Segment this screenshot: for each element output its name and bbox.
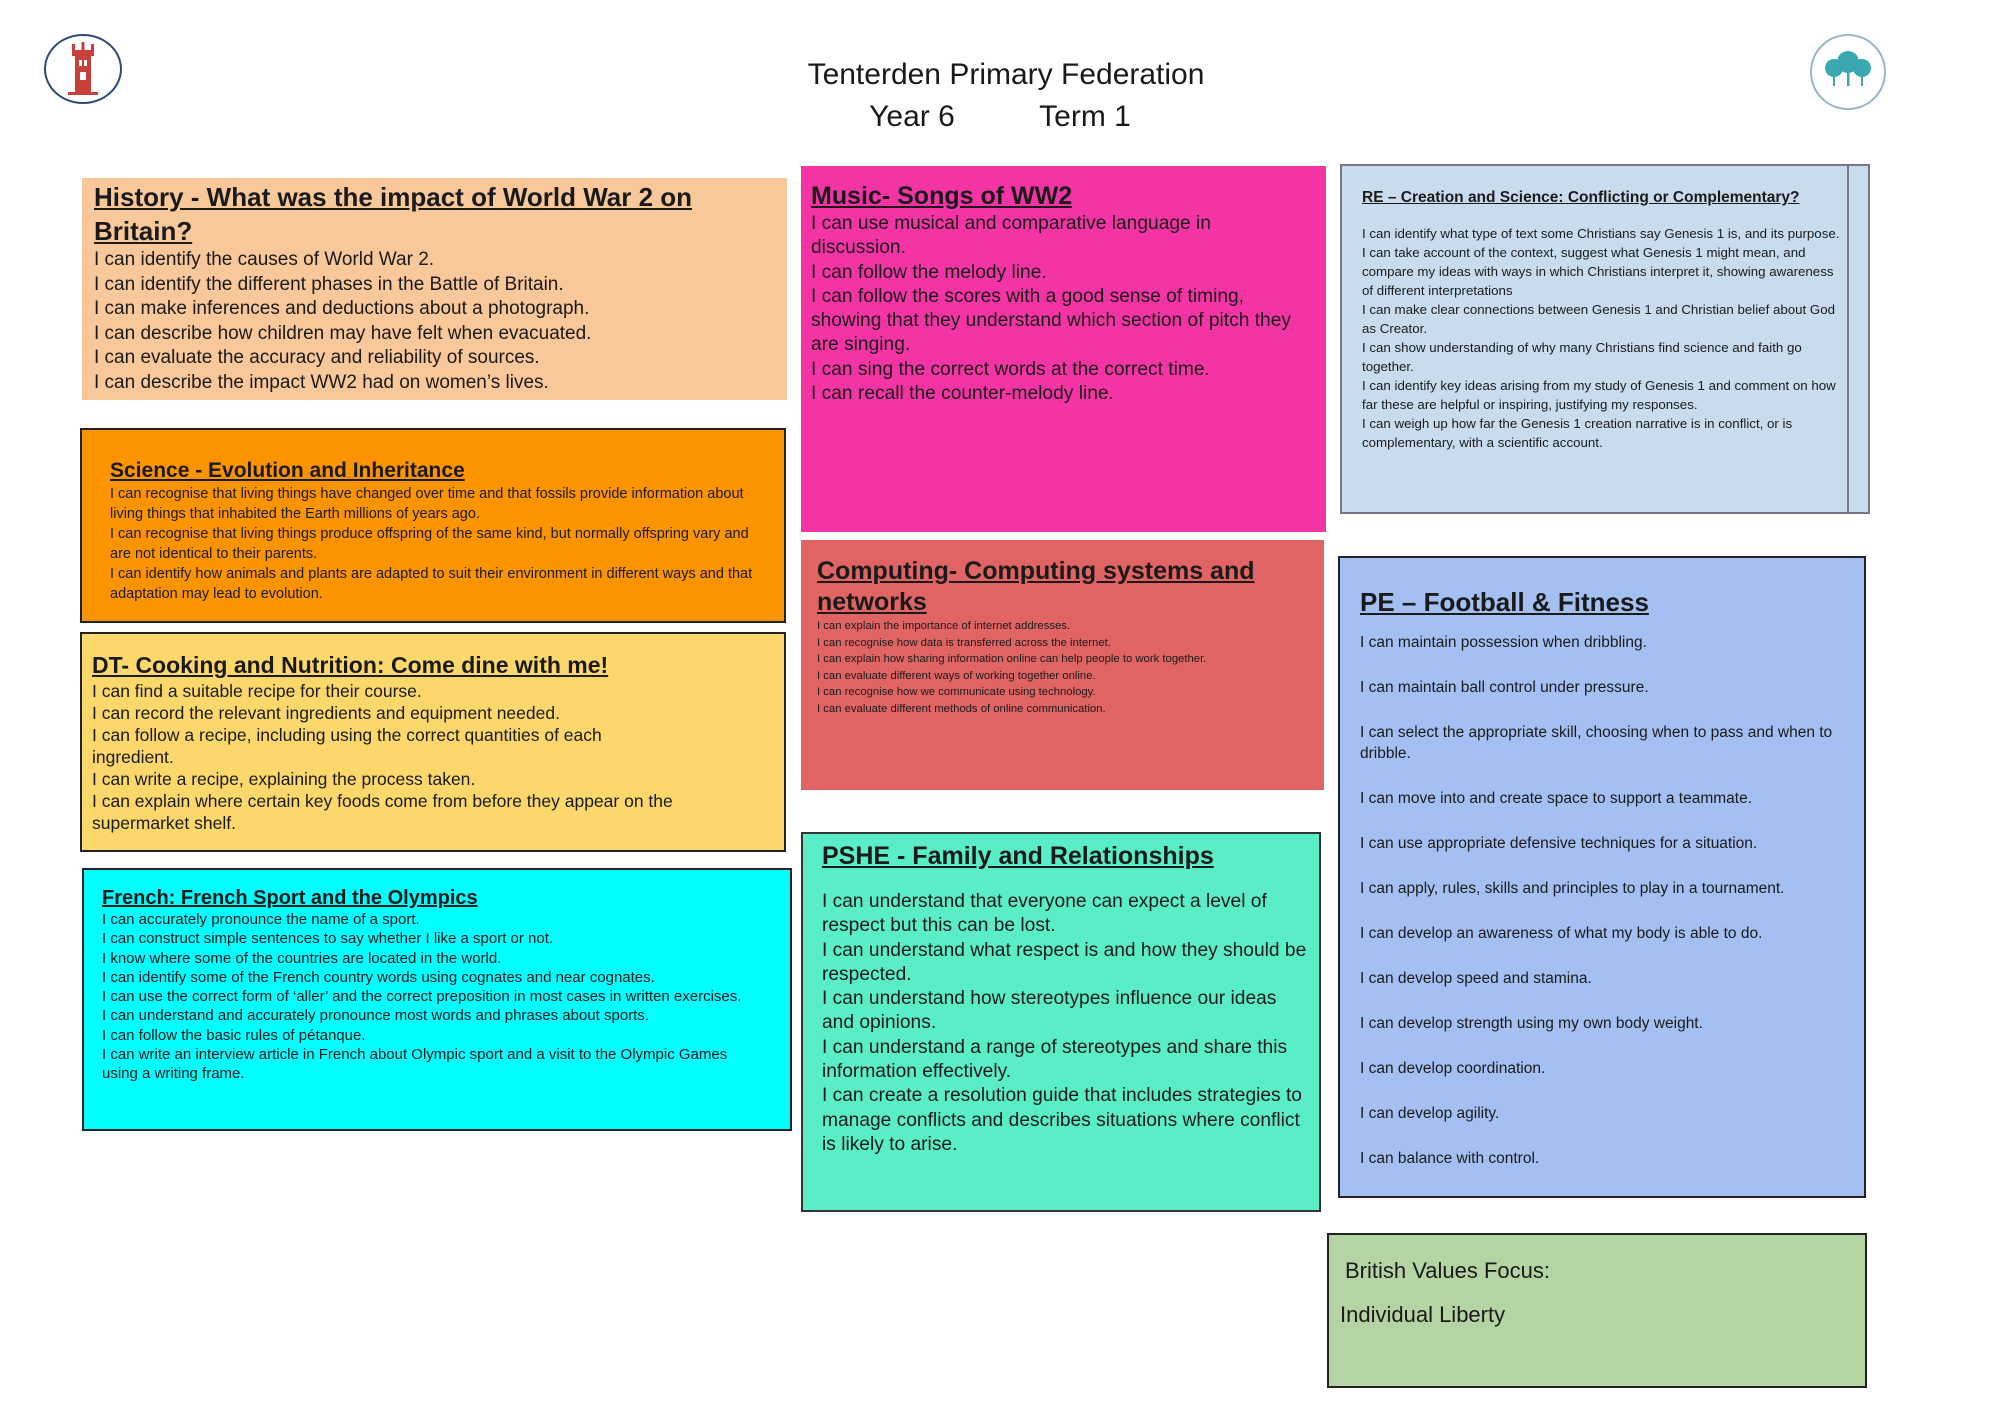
french-title: French: French Sport and the Olympics [102, 887, 478, 909]
list-item: I can create a resolution guide that inc… [822, 1085, 1302, 1155]
list-item: I can follow the scores with a good sens… [811, 285, 1291, 356]
list-item: I can evaluate different methods of onli… [817, 702, 1106, 715]
list-item: I can recognise how data is transferred … [817, 636, 1111, 649]
page-subtitle: Year 6 Term 1 [0, 100, 2000, 134]
list-item: I can use appropriate defensive techniqu… [1360, 835, 1758, 852]
list-item: I can weigh up how far the Genesis 1 cre… [1362, 416, 1793, 450]
pshe-box: PSHE - Family and Relationships I can un… [801, 832, 1321, 1212]
list-item: I can explain the importance of internet… [817, 620, 1071, 632]
list-item: I can understand what respect is and how… [822, 939, 1307, 985]
pe-title: PE – Football & Fitness [1360, 587, 1649, 617]
year-label: Year 6 [869, 100, 955, 133]
list-item: I can use musical and comparative langua… [811, 213, 1211, 259]
list-item: I can show understanding of why many Chr… [1362, 340, 1802, 374]
list-item: I can identify how animals and plants ar… [110, 566, 753, 602]
list-item: I can write a recipe, explaining the pro… [92, 769, 476, 789]
re-box: RE – Creation and Science: Conflicting o… [1340, 164, 1870, 514]
science-box: Science - Evolution and Inheritance I ca… [80, 428, 786, 623]
church-tower-logo [44, 34, 122, 104]
trees-icon [1825, 51, 1871, 86]
history-box: History - What was the impact of World W… [82, 178, 787, 400]
list-item: I can identify the different phases in t… [94, 273, 564, 295]
british-values-title: British Values Focus: [1345, 1258, 1551, 1283]
list-item: I can make clear connections between Gen… [1362, 302, 1836, 336]
page-title: Tenterden Primary Federation [807, 58, 1205, 91]
list-item: I can recall the counter-melody line. [811, 383, 1114, 405]
list-item: I can recognise that living things have … [110, 486, 744, 522]
dt-title: DT- Cooking and Nutrition: Come dine wit… [92, 652, 609, 678]
term-label: Term 1 [1039, 100, 1131, 133]
list-item: I can develop an awareness of what my bo… [1360, 925, 1763, 942]
list-item: I can develop strength using my own body… [1360, 1015, 1703, 1032]
list-item: I can use the correct form of ‘aller’ an… [102, 988, 742, 1006]
divider [1847, 166, 1849, 512]
list-item: I can write an interview article in Fren… [102, 1046, 728, 1083]
list-item: I can record the relevant ingredients an… [92, 703, 560, 723]
list-item: I can sing the correct words at the corr… [811, 358, 1210, 380]
list-item: I can move into and create space to supp… [1360, 790, 1753, 807]
list-item: I can follow a recipe, including using t… [92, 725, 602, 767]
list-item: I can explain how sharing information on… [817, 653, 1207, 665]
list-item: I can follow the basic rules of pétanque… [102, 1026, 366, 1044]
list-item: I can select the appropriate skill, choo… [1360, 724, 1833, 762]
french-box: French: French Sport and the Olympics I … [82, 868, 792, 1131]
music-box: Music- Songs of WW2 I can use musical an… [801, 166, 1326, 532]
list-item: I can follow the melody line. [811, 261, 1047, 283]
music-title: Music- Songs of WW2 [811, 182, 1073, 210]
trees-logo [1810, 34, 1886, 110]
list-item: I can maintain ball control under pressu… [1360, 679, 1649, 696]
list-item: I can accurately pronounce the name of a… [102, 911, 420, 928]
history-title: History - What was the impact of World W… [94, 182, 693, 246]
list-item: I can describe how children may have fel… [94, 322, 592, 344]
list-item: I know where some of the countries are l… [102, 949, 502, 967]
list-item: I can construct simple sentences to say … [102, 930, 554, 948]
computing-box: Computing- Computing systems and network… [801, 540, 1324, 790]
computing-title: Computing- Computing systems and network… [817, 557, 1255, 616]
list-item: I can understand and accurately pronounc… [102, 1007, 649, 1025]
list-item: I can take account of the context, sugge… [1362, 245, 1834, 298]
list-item: I can evaluate different ways of working… [817, 669, 1096, 682]
list-item: I can explain where certain key foods co… [92, 791, 673, 833]
list-item: I can identify what type of text some Ch… [1362, 226, 1840, 241]
list-item: I can recognise how we communicate using… [817, 686, 1096, 698]
list-item: I can make inferences and deductions abo… [94, 298, 590, 319]
list-item: I can understand that everyone can expec… [822, 891, 1267, 937]
list-item: I can describe the impact WW2 had on wom… [94, 371, 549, 393]
science-title: Science - Evolution and Inheritance [110, 459, 465, 482]
list-item: I can identify key ideas arising from my… [1362, 378, 1836, 412]
church-tower-icon [68, 42, 98, 95]
list-item: I can understand how stereotypes influen… [822, 988, 1277, 1034]
list-item: I can find a suitable recipe for their c… [92, 681, 422, 701]
list-item: I can identify some of the French countr… [102, 968, 655, 986]
list-item: I can evaluate the accuracy and reliabil… [94, 347, 540, 368]
list-item: I can understand a range of stereotypes … [822, 1036, 1288, 1083]
dt-box: DT- Cooking and Nutrition: Come dine wit… [80, 632, 786, 852]
pe-box: PE – Football & Fitness I can maintain p… [1338, 556, 1866, 1198]
list-item: I can apply, rules, skills and principle… [1360, 880, 1785, 897]
list-item: I can identify the causes of World War 2… [94, 249, 435, 270]
list-item: I can balance with control. [1360, 1150, 1540, 1167]
british-values-box: British Values Focus: Individual Liberty [1327, 1233, 1867, 1388]
british-values-value: Individual Liberty [1340, 1302, 1506, 1327]
list-item: I can maintain possession when dribbling… [1360, 634, 1647, 651]
re-title: RE – Creation and Science: Conflicting o… [1362, 189, 1800, 206]
pshe-title: PSHE - Family and Relationships [822, 842, 1214, 870]
list-item: I can develop speed and stamina. [1360, 970, 1592, 987]
list-item: I can develop agility. [1360, 1105, 1500, 1122]
list-item: I can develop coordination. [1360, 1060, 1546, 1077]
list-item: I can recognise that living things produ… [110, 526, 749, 562]
